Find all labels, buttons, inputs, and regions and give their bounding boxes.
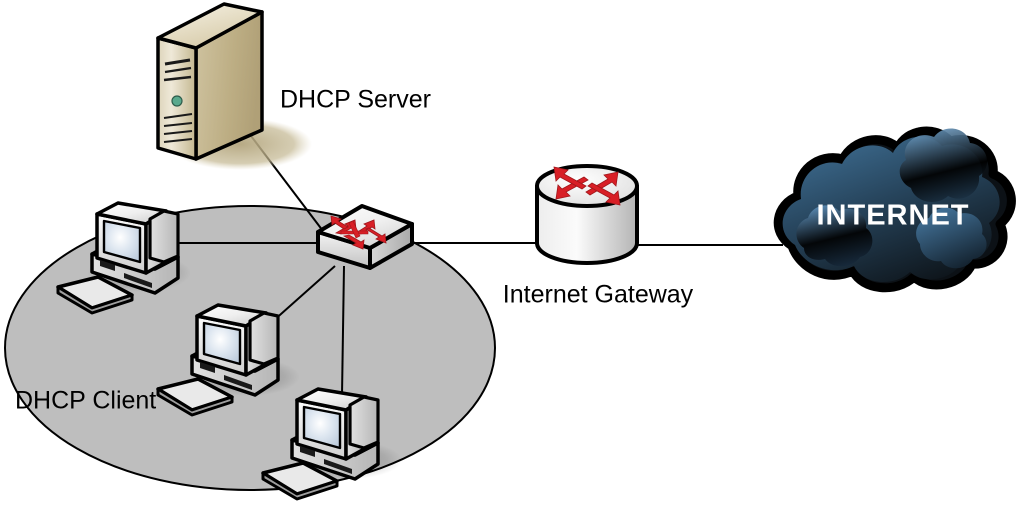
client-1-keyboard-edge bbox=[56, 285, 134, 315]
internet-gateway-node[interactable] bbox=[535, 164, 639, 265]
server-vent-4 bbox=[163, 122, 193, 127]
dhcp-client-zone-label: DHCP Client bbox=[15, 387, 156, 415]
server-vent-5 bbox=[163, 130, 193, 135]
server-top-face bbox=[156, 2, 264, 50]
client-3-keyboard-edge bbox=[261, 471, 339, 501]
client-2-keyboard-edge bbox=[156, 387, 234, 417]
client-1-vent bbox=[100, 260, 115, 271]
dhcp-server-label: DHCP Server bbox=[280, 86, 431, 114]
server-vent-1 bbox=[164, 58, 191, 66]
client-2-screen bbox=[202, 321, 242, 366]
dhcp-client-1-node[interactable] bbox=[56, 201, 191, 315]
client-3-vent bbox=[300, 446, 315, 457]
dhcp-server-node[interactable] bbox=[156, 2, 312, 170]
server-vent-3 bbox=[163, 113, 193, 119]
client-2-drive-slot bbox=[224, 375, 252, 390]
client-2-tower bbox=[248, 311, 280, 366]
client-1-drive-slot bbox=[124, 273, 152, 288]
server-vent-6 bbox=[163, 138, 193, 143]
router-arrows-icon bbox=[553, 166, 621, 206]
client-3-screen bbox=[302, 405, 342, 450]
cloud-puff-left bbox=[796, 205, 873, 267]
cloud-puff-right bbox=[916, 207, 987, 269]
client-3-tower bbox=[348, 395, 380, 450]
server-vent-2 bbox=[164, 66, 192, 74]
internet-cloud-node[interactable]: INTERNET bbox=[773, 126, 1016, 293]
switch-arrows-icon bbox=[330, 215, 387, 250]
link-switch-to-client-3 bbox=[341, 265, 345, 396]
server-drive-bay bbox=[163, 75, 192, 82]
internet-gateway-label: Internet Gateway bbox=[503, 281, 694, 309]
client-3-drive-slot bbox=[324, 459, 352, 474]
client-1-tower bbox=[148, 209, 180, 264]
dhcp-client-2-node[interactable] bbox=[156, 303, 300, 417]
dhcp-client-3-node[interactable] bbox=[261, 387, 402, 501]
router-top bbox=[535, 164, 639, 208]
client-2-vent bbox=[200, 362, 215, 373]
lan-switch-node[interactable] bbox=[316, 204, 414, 270]
cloud-puff-upper-right bbox=[899, 128, 988, 202]
internet-cloud-label: INTERNET bbox=[817, 200, 970, 232]
client-1-screen bbox=[102, 219, 142, 264]
server-power-led-icon bbox=[171, 95, 183, 107]
